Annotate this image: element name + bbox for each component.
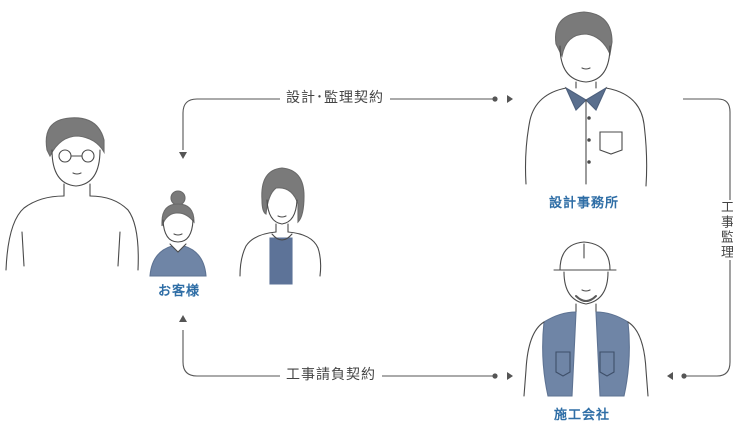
arrow-down-icon xyxy=(179,152,187,159)
client-child-figure xyxy=(149,190,207,277)
construction-contract-line xyxy=(182,330,495,377)
supervision-label: 工事監理 xyxy=(718,200,733,260)
construction-contract-label: 工事請負契約 xyxy=(280,368,382,382)
client-woman-figure xyxy=(239,167,322,285)
arrow-markers xyxy=(179,95,687,380)
client-man-figure xyxy=(5,117,139,271)
arrow-right-icon xyxy=(507,372,513,380)
design-contract-label: 設計･監理契約 xyxy=(280,91,390,105)
builder-label: 施工会社 xyxy=(554,408,611,423)
arrow-left-icon xyxy=(667,372,673,380)
arrow-right-icon xyxy=(507,95,513,103)
arrow-up-icon xyxy=(179,315,187,322)
design-contract-line xyxy=(182,98,495,150)
architect-label: 設計事務所 xyxy=(549,196,620,211)
architect-figure xyxy=(524,11,648,187)
builder-figure xyxy=(523,241,649,397)
client-label: お客様 xyxy=(158,284,201,299)
connectors xyxy=(182,98,731,377)
